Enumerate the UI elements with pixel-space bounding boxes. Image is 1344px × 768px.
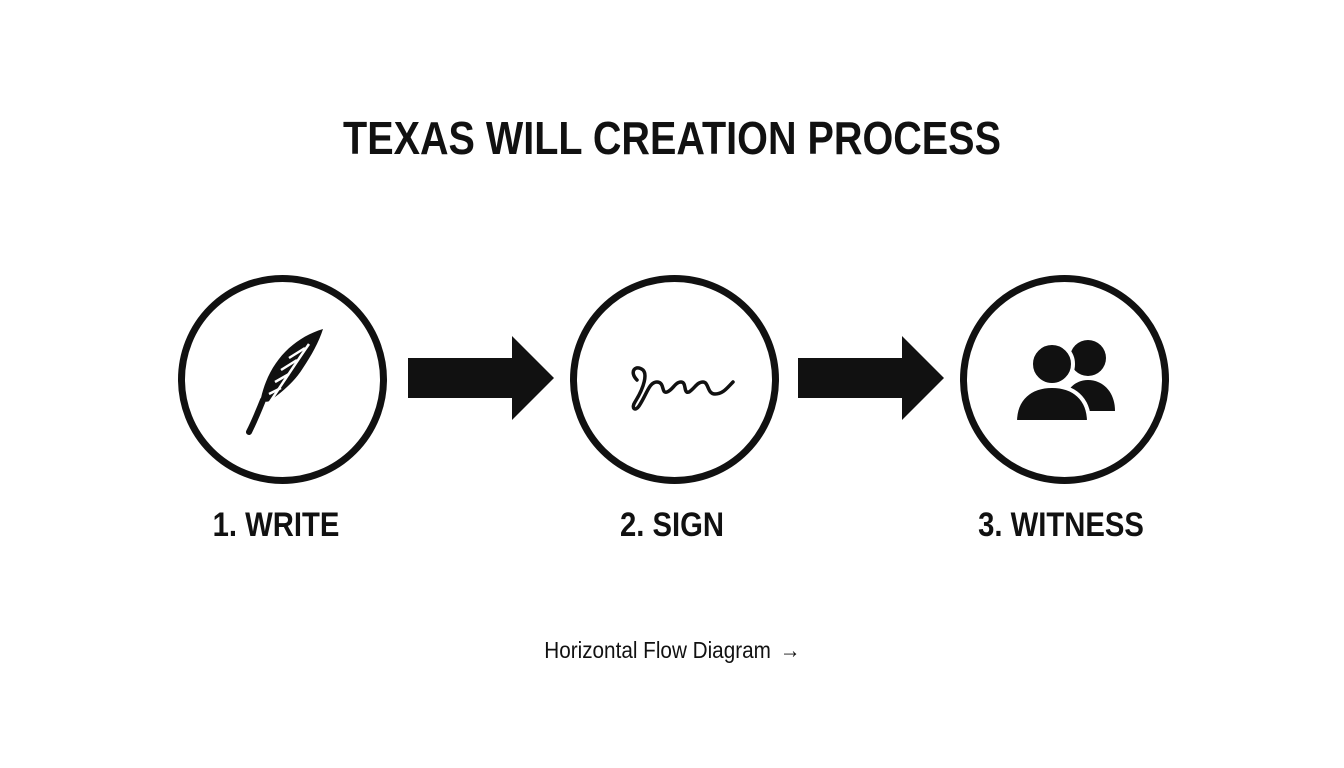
flow-arrow-1	[408, 336, 554, 420]
step-label-witness: 3. WITNESS	[978, 506, 1144, 544]
step-label-sign: 2. SIGN	[619, 506, 725, 544]
diagram-caption: Horizontal Flow Diagram →	[0, 635, 1344, 665]
people-icon	[1012, 340, 1115, 424]
caption-text: Horizontal Flow Diagram	[543, 637, 771, 663]
step-witness-circle	[960, 275, 1169, 484]
signature-icon	[631, 366, 735, 411]
right-arrow-icon: →	[779, 637, 801, 663]
step-write-circle	[178, 275, 387, 484]
step-sign-circle	[570, 275, 779, 484]
flow-arrow-2	[798, 336, 944, 420]
quill-feather-icon	[246, 329, 323, 435]
step-label-write: 1. WRITE	[212, 506, 340, 544]
diagram-title: TEXAS WILL CREATION PROCESS	[343, 112, 1001, 164]
